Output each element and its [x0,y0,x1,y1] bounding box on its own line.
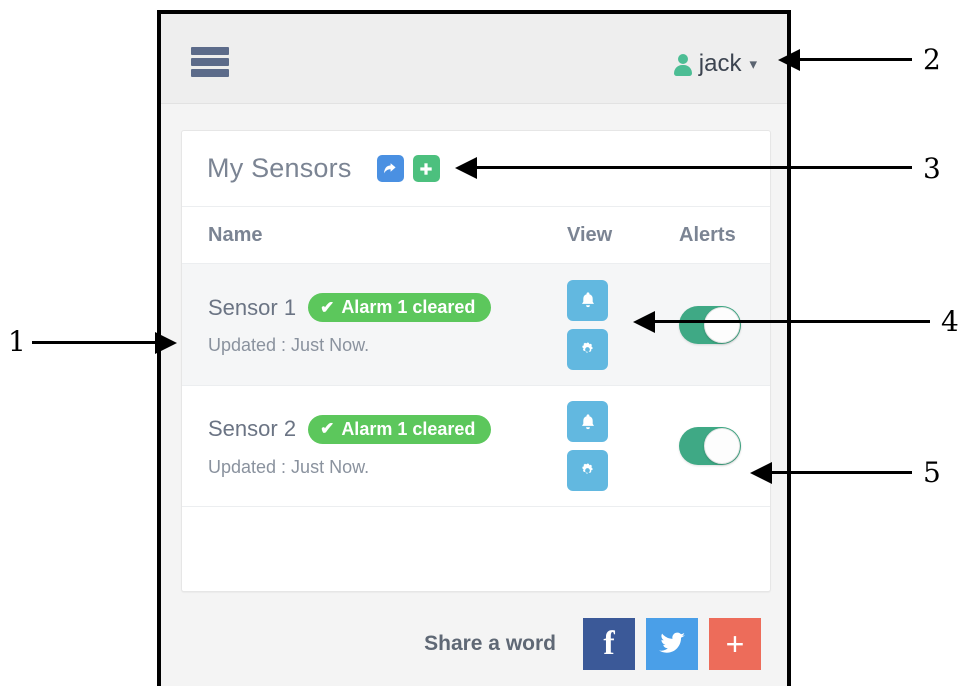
annotation-number-2: 2 [923,43,941,76]
hamburger-bar [191,58,229,66]
view-cell [567,279,679,370]
hamburger-icon[interactable] [191,47,229,77]
top-bar: jack ▾ [161,14,787,104]
twitter-share-button[interactable] [646,618,698,670]
alerts-cell [679,305,745,344]
more-share-button[interactable]: + [709,618,761,670]
column-header-name: Name [208,223,263,246]
facebook-icon: f [603,625,615,662]
table-header-row: Name View Alerts [182,207,770,263]
updated-text: Updated : Just Now. [208,456,370,477]
status-badge-label: Alarm 1 cleared [341,297,476,317]
app-frame: jack ▾ My Sensors [157,10,791,686]
annotation-arrow-4 [633,311,655,333]
column-header-view: View [567,223,613,246]
annotation-line-4 [655,320,930,323]
hamburger-bar [191,47,229,55]
toggle-knob [704,428,740,464]
annotation-arrow-3 [455,157,477,179]
alert-toggle[interactable] [679,305,741,344]
share-label: Share a word [424,632,556,655]
annotation-number-4: 4 [941,305,959,338]
view-cell [567,401,679,491]
table-row[interactable]: Sensor 1 ✔ Alarm 1 cleared Updated : Jus… [182,263,770,385]
toggle-knob [704,306,740,343]
share-bar: Share a word f + [161,612,787,676]
status-badge: ✔ Alarm 1 cleared [308,293,492,322]
table-row[interactable]: Sensor 2 ✔ Alarm 1 cleared Updated : Jus… [182,385,770,507]
annotation-line-1 [32,341,157,344]
sensor-name: Sensor 1 [208,294,297,320]
user-name-label: jack [698,50,742,77]
updated-text: Updated : Just Now. [208,335,370,355]
annotation-number-5: 5 [923,456,941,489]
hamburger-bar [191,69,229,77]
bell-icon [581,292,594,308]
page-title: My Sensors [207,153,352,183]
status-badge-label: Alarm 1 cleared [341,418,476,439]
bell-icon [581,413,594,429]
annotation-line-5 [772,471,912,474]
bell-button[interactable] [567,401,608,442]
sensors-table: Name View Alerts Sensor 1 ✔ Alarm 1 clea… [182,207,770,507]
gear-icon [582,341,593,352]
bell-button[interactable] [567,279,608,321]
check-icon: ✔ [320,297,335,317]
plus-icon: + [725,626,745,662]
alerts-cell [679,427,745,465]
sensor-name-cell: Sensor 2 ✔ Alarm 1 cleared Updated : Jus… [208,414,567,478]
share-arrow-icon [384,162,396,173]
gear-button[interactable] [567,328,608,370]
my-sensors-card: My Sensors Name View Aler [181,130,771,592]
annotation-arrow-5 [750,462,772,484]
gear-button[interactable] [567,450,608,491]
annotation-line-3 [477,166,912,169]
share-button[interactable] [376,155,404,182]
gear-icon [582,463,593,474]
check-icon: ✔ [320,419,335,438]
chevron-down-icon: ▾ [749,55,757,73]
annotation-number-3: 3 [923,152,941,185]
plus-icon [420,162,432,175]
user-menu[interactable]: jack ▾ [673,52,757,76]
user-avatar-icon [673,53,693,76]
alert-toggle[interactable] [679,427,741,465]
annotation-line-2 [800,58,912,61]
sensor-name: Sensor 2 [208,416,297,441]
status-badge: ✔ Alarm 1 cleared [308,414,492,444]
card-header: My Sensors [182,131,770,207]
card-head-actions [376,155,440,182]
facebook-share-button[interactable]: f [583,618,635,670]
sensor-name-cell: Sensor 1 ✔ Alarm 1 cleared Updated : Jus… [208,293,567,356]
annotation-arrow-2 [778,49,800,71]
twitter-bird-icon [659,632,685,653]
add-button[interactable] [412,155,440,182]
annotation-number-1: 1 [8,325,26,358]
column-header-alerts: Alerts [679,223,736,246]
annotation-arrow-1 [155,332,177,354]
